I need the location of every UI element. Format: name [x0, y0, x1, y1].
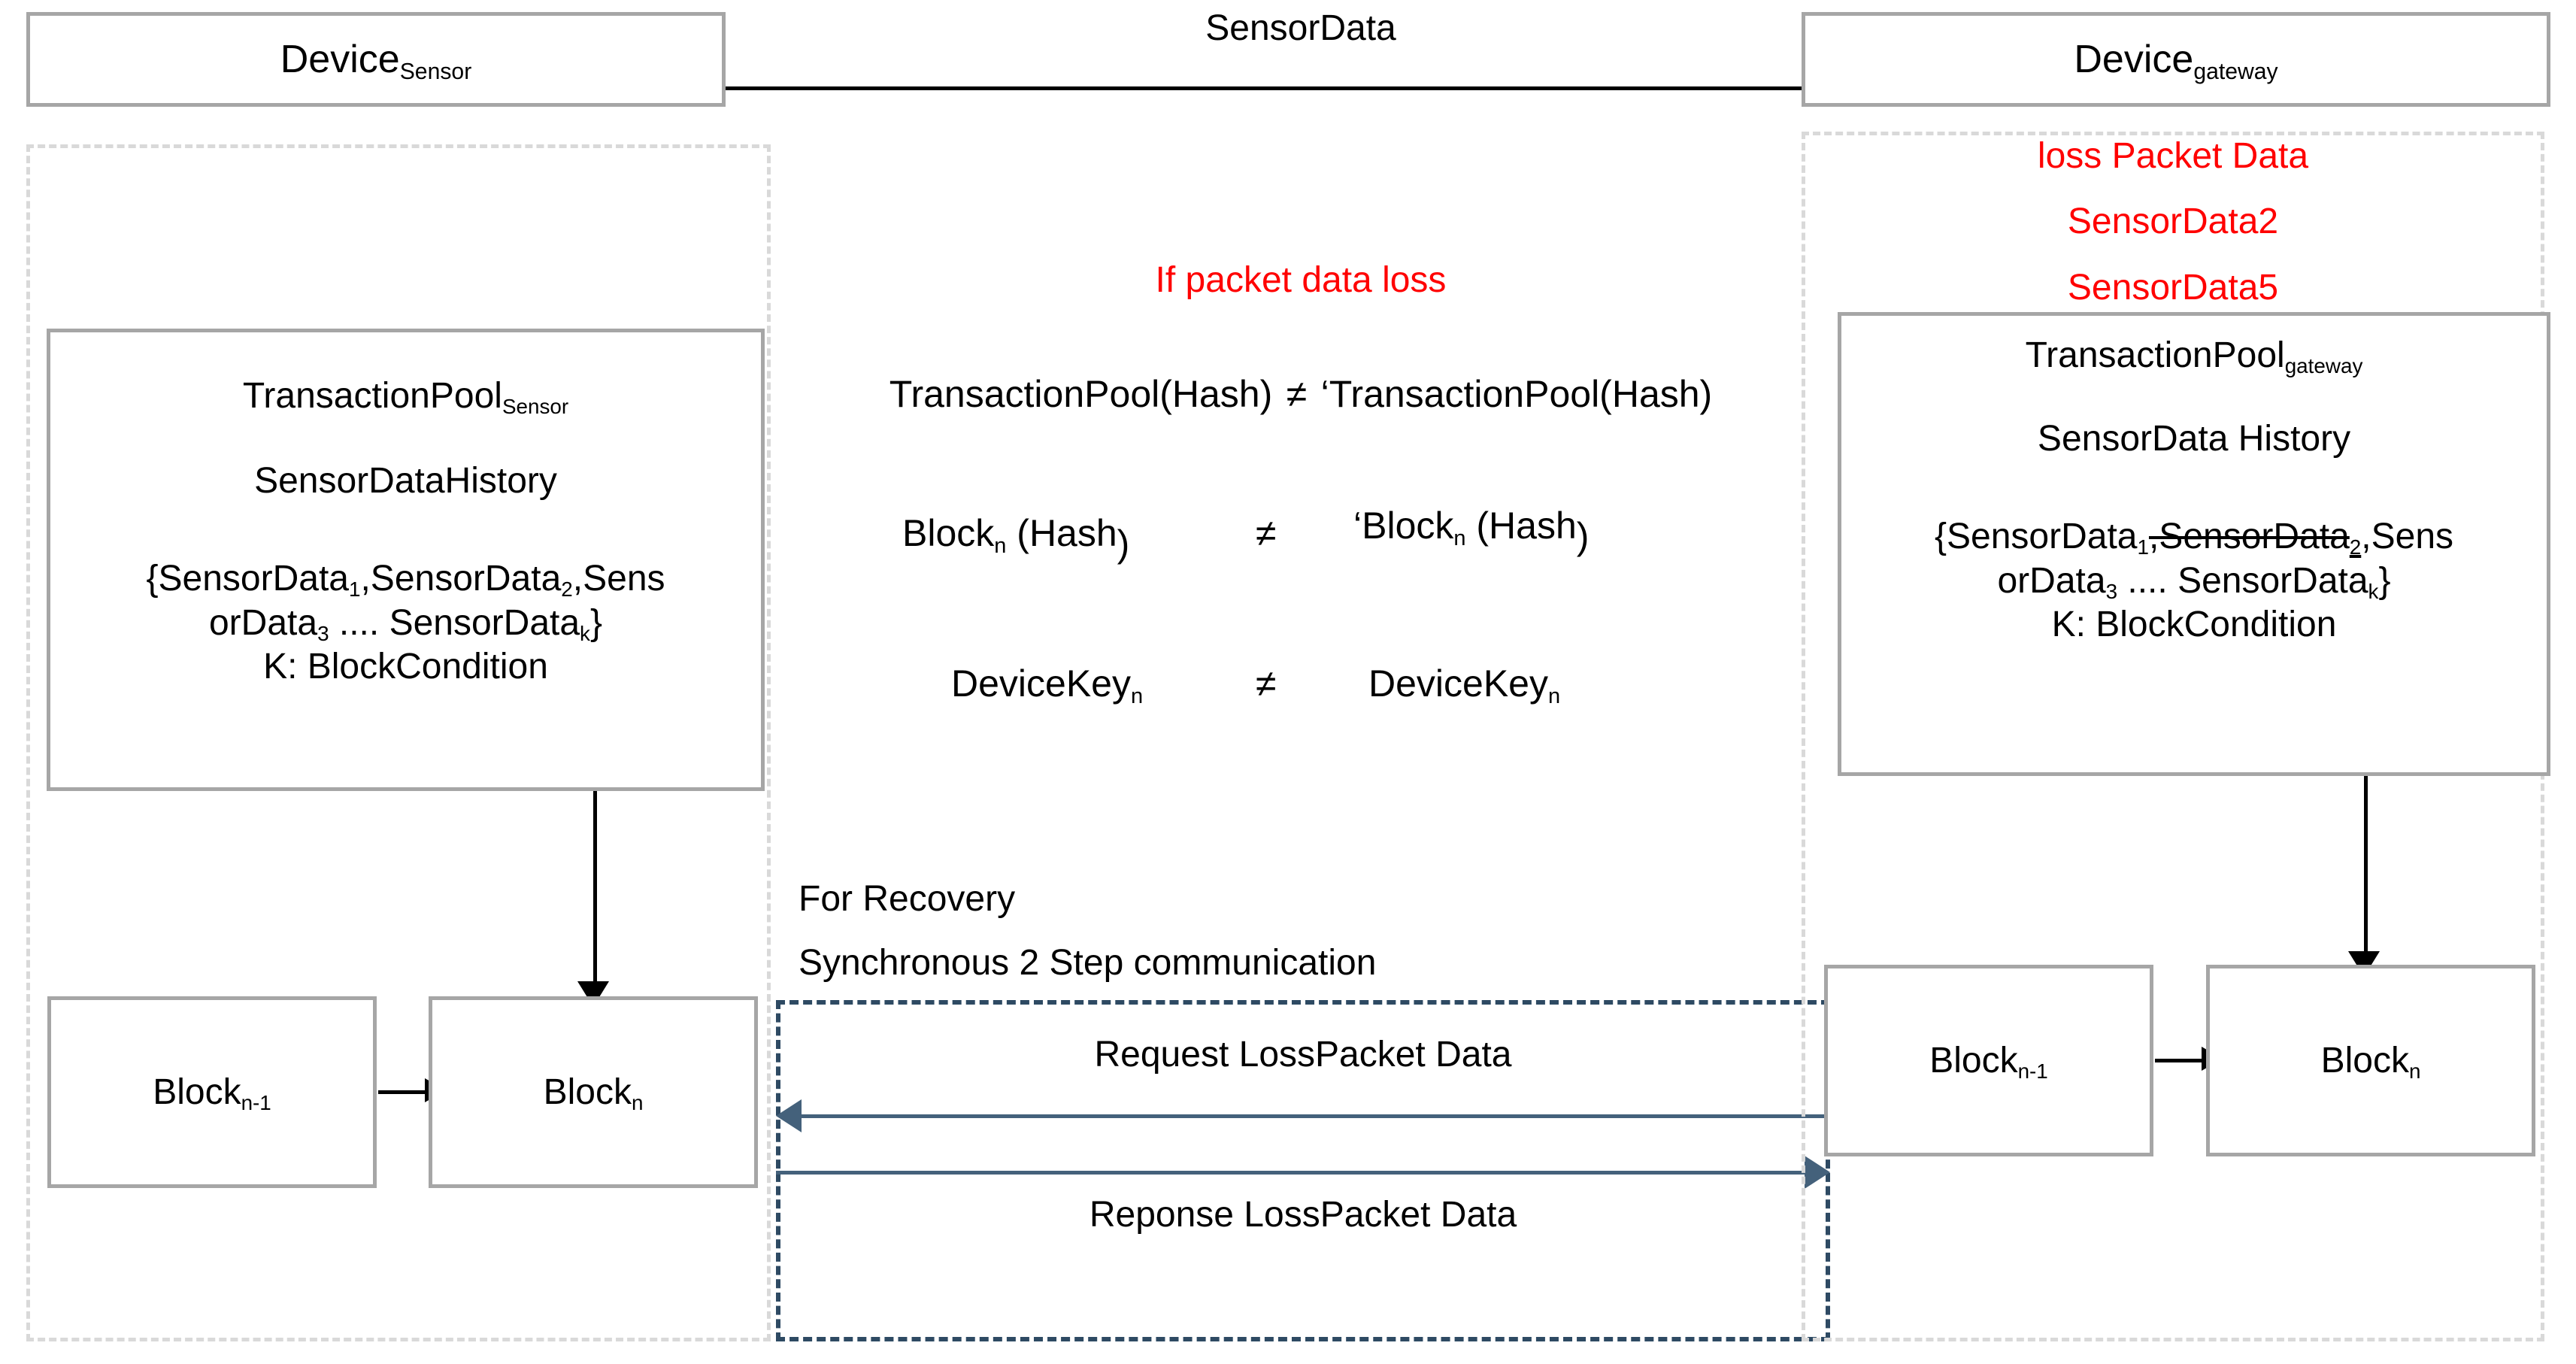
sensor-block-curr-label: Blockn — [543, 1072, 644, 1115]
response-arrow-line — [776, 1171, 1806, 1175]
loss-packet-item-1: SensorData2 — [2067, 202, 2279, 241]
sensor-block-link-line — [378, 1090, 426, 1094]
equation-1-left: TransactionPool(Hash) — [889, 373, 1273, 415]
equation-3-right: DeviceKeyn — [1368, 662, 1561, 708]
equation-2-operator: ≠ — [1256, 512, 1277, 554]
equation-3-left: DeviceKeyn — [951, 662, 1144, 708]
transactionpool-gateway-history: SensorData History — [2037, 418, 2351, 459]
equation-1-right: ‘TransactionPool(Hash) — [1320, 373, 1713, 415]
transactionpool-sensor-title: TransactionPoolSensor — [242, 376, 569, 419]
transactionpool-sensor-box[interactable]: TransactionPoolSensor SensorDataHistory … — [47, 329, 765, 791]
loss-packet-item-2: SensorData5 — [2067, 268, 2279, 308]
loss-packet-title: loss Packet Data — [2037, 136, 2309, 176]
device-sensor-box[interactable]: DeviceSensor — [26, 12, 726, 107]
gateway-block-curr-label: Blockn — [2320, 1041, 2421, 1084]
transactionpool-gateway-set-line2: orData3 .... SensorDatak} — [1997, 560, 2391, 603]
device-sensor-label: DeviceSensor — [280, 38, 472, 85]
gateway-block-prev-box[interactable]: Blockn-1 — [1824, 965, 2153, 1156]
transactionpool-gateway-box[interactable]: TransactionPoolgateway SensorData Histor… — [1838, 312, 2550, 776]
equation-1-operator: ≠ — [1286, 373, 1308, 415]
transactionpool-sensor-content: TransactionPoolSensor SensorDataHistory … — [50, 374, 761, 690]
sensordata-link-line — [726, 86, 1820, 90]
gateway-block-link-line — [2155, 1059, 2203, 1062]
transactionpool-sensor-condition: K: BlockCondition — [263, 647, 548, 687]
equation-transactionpool-hash: TransactionPool(Hash) ≠ ‘TransactionPool… — [774, 372, 1827, 416]
equation-2-right: ‘Blockn (Hash) — [1353, 505, 1590, 557]
transactionpool-gateway-title: TransactionPoolgateway — [2025, 335, 2363, 378]
response-losspacket-label: Reponse LossPacket Data — [1089, 1195, 1517, 1235]
recovery-note-line-1: For Recovery — [799, 879, 1016, 919]
device-gateway-label: Devicegateway — [2074, 38, 2278, 85]
request-arrow-line — [801, 1114, 1831, 1118]
sensor-block-prev-label: Blockn-1 — [153, 1072, 271, 1115]
gateway-block-curr-box[interactable]: Blockn — [2206, 965, 2535, 1156]
gateway-pool-to-block-line — [2364, 776, 2368, 956]
transactionpool-gateway-condition: K: BlockCondition — [2051, 605, 2337, 645]
transactionpool-sensor-set-line1: {SensorData1,SensorData2,Sens — [146, 559, 665, 602]
sensor-block-curr-box[interactable]: Blockn — [429, 996, 758, 1188]
request-arrowhead — [776, 1099, 802, 1132]
gateway-block-prev-label: Blockn-1 — [1929, 1041, 2048, 1084]
struck-sensordata2: ,SensorData2 — [2148, 517, 2362, 559]
transactionpool-gateway-set-line1: {SensorData1,SensorData2,Sens — [1934, 517, 2454, 559]
equation-3-operator: ≠ — [1256, 662, 1277, 705]
sensordata-link-label: SensorData — [1205, 8, 1396, 48]
transactionpool-sensor-history: SensorDataHistory — [254, 460, 557, 501]
sensor-domain-container — [26, 144, 771, 1341]
sensor-pool-to-block-line — [593, 791, 597, 987]
request-losspacket-label: Request LossPacket Data — [1094, 1035, 1512, 1075]
sensor-block-prev-box[interactable]: Blockn-1 — [47, 996, 377, 1188]
device-gateway-box[interactable]: Devicegateway — [1802, 12, 2550, 107]
recovery-note-line-2: Synchronous 2 Step communication — [799, 943, 1377, 983]
transactionpool-gateway-content: TransactionPoolgateway SensorData Histor… — [1841, 334, 2547, 647]
response-arrowhead — [1805, 1156, 1830, 1189]
packet-loss-warning: If packet data loss — [1155, 260, 1447, 300]
transactionpool-sensor-set-line2: orData3 .... SensorDatak} — [208, 602, 602, 645]
equation-2-left: Blockn (Hash) — [902, 512, 1130, 565]
